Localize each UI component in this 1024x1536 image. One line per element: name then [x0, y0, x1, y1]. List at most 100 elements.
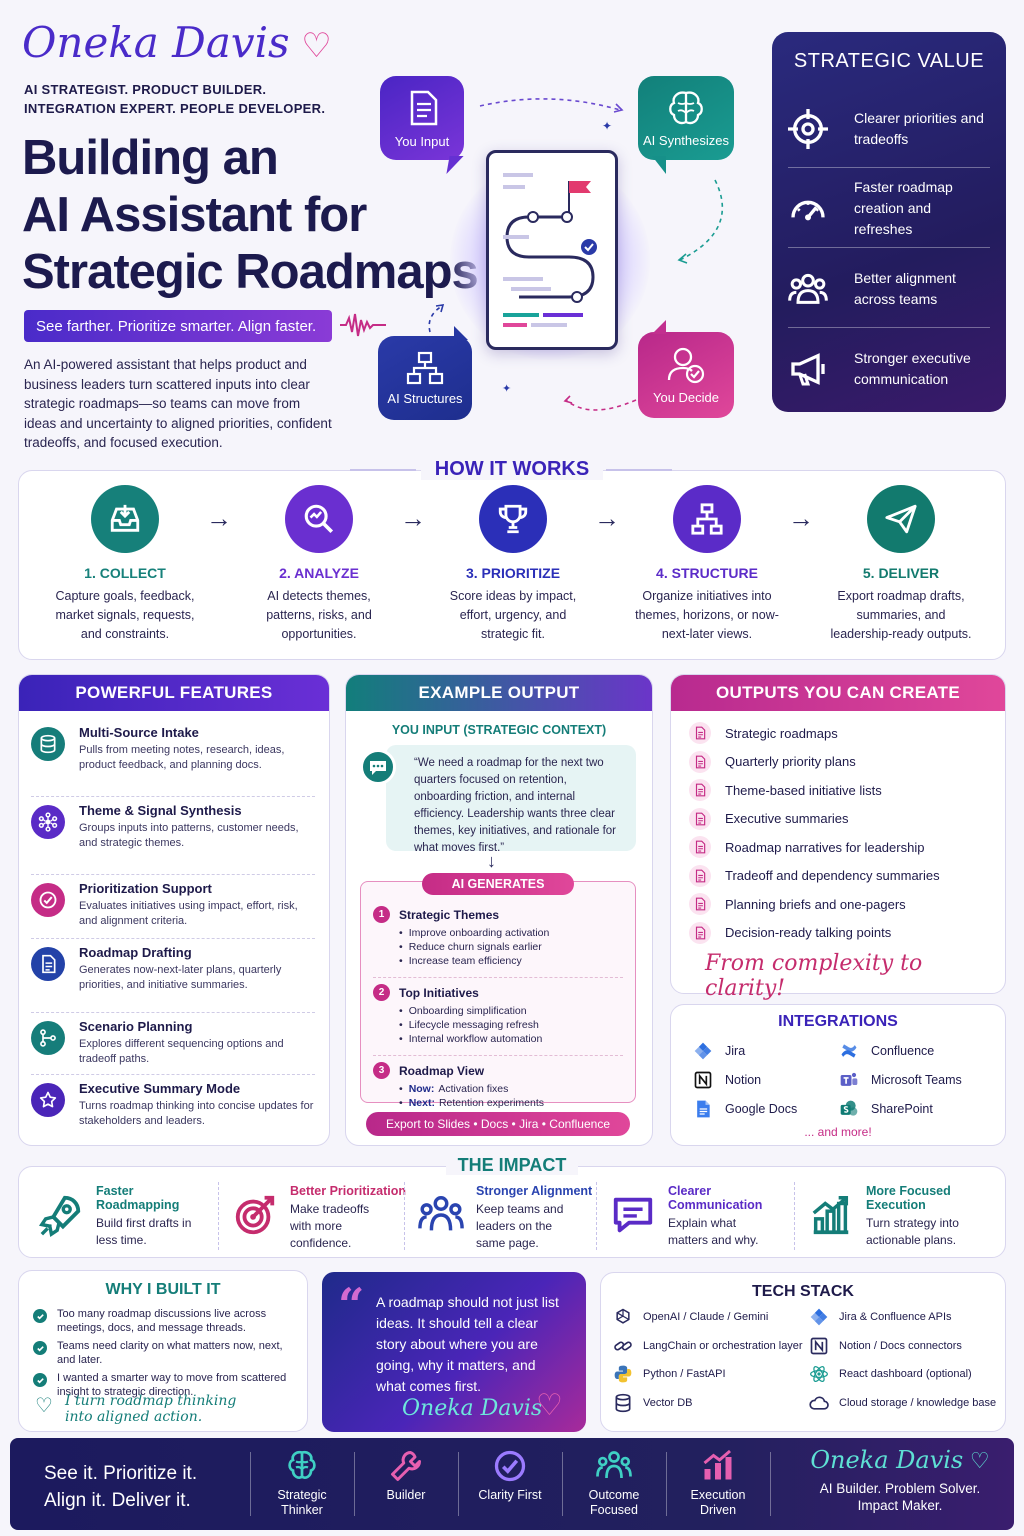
impact-title: Clearer Communication	[668, 1184, 763, 1212]
jira-icon	[693, 1041, 713, 1061]
bubble-tail	[652, 320, 666, 334]
people-icon	[562, 1448, 666, 1484]
tech-label: Notion / Docs connectors	[839, 1339, 962, 1352]
integration-label: Jira	[725, 1044, 746, 1058]
cycle-arrows: ✦ ✦	[428, 98, 724, 411]
tech-label: React dashboard (optional)	[839, 1368, 972, 1380]
document-icon	[689, 836, 711, 859]
title-rule	[350, 469, 416, 471]
hierarchy-icon	[406, 351, 444, 384]
feature-description: Generates now-next-later plans, quarterl…	[79, 964, 282, 991]
ai-synthesizes-label: AI Synthesizes	[643, 132, 729, 148]
bullet-dot: •	[399, 1005, 403, 1017]
divider	[562, 1452, 563, 1516]
ai-structures-bubble: AI Structures	[378, 336, 472, 420]
why-title: WHY I BUILT IT	[105, 1281, 221, 1298]
output-label: Decision-ready talking points	[725, 925, 892, 941]
output-item: Planning briefs and one-pagers	[689, 890, 995, 919]
bullet-text: Onboarding simplification	[408, 1005, 527, 1017]
document-icon	[689, 921, 711, 944]
step-label: 5. DELIVER	[862, 565, 940, 581]
tech-item: Cloud storage / knowledge base	[809, 1391, 996, 1415]
document-icon	[689, 893, 711, 916]
integration-label: Microsoft Teams	[871, 1073, 962, 1087]
tagline-line-2: INTEGRATION EXPERT. PEOPLE DEVELOPER.	[24, 101, 326, 116]
quote-mark-icon: “	[338, 1278, 365, 1332]
output-label: Quarterly priority plans	[725, 754, 856, 770]
why-item: Teams need clarity on what matters now, …	[33, 1340, 297, 1367]
bullet-text: Lifecycle messaging refresh	[408, 1019, 539, 1031]
export-label: Export to Slides • Docs • Jira • Conflue…	[385, 1117, 611, 1131]
bullet-dot: •	[399, 941, 403, 953]
why-panel: WHY I BUILT IT Too many roadmap discussi…	[18, 1270, 308, 1432]
bullet-text: Internal workflow automation	[408, 1033, 543, 1045]
generated-section-title: Top Initiatives	[399, 985, 479, 1000]
output-label: Executive summaries	[725, 811, 849, 827]
check-circle-icon	[33, 1309, 47, 1323]
title-line-2: AI Assistant for	[22, 188, 367, 242]
integration-label: Notion	[725, 1073, 762, 1087]
number-badge: 2	[373, 984, 390, 1001]
inbox-icon	[91, 485, 159, 553]
brain-icon	[669, 90, 703, 124]
document-icon	[689, 779, 711, 802]
impact-panel	[18, 1166, 1006, 1258]
footer-trait-label: Execution Driven	[690, 1488, 746, 1517]
you-decide-label: You Decide	[652, 389, 719, 405]
strategic-value-item: Faster roadmap creation and refreshes	[788, 170, 990, 248]
input-quote-box: “We need a roadmap for the next two quar…	[386, 745, 636, 854]
check-circle-icon	[458, 1448, 562, 1484]
strategic-value-item: Better alignment across teams	[788, 250, 990, 328]
integration-item: Confluence	[839, 1039, 934, 1063]
branch-icon	[31, 1021, 65, 1055]
step-description: Capture goals, feedback, market signals,…	[55, 589, 195, 641]
output-label: Theme-based initiative lists	[725, 782, 882, 798]
bullet-item: •Improve onboarding activation	[399, 926, 623, 940]
feature-title: Theme & Signal Synthesis	[79, 803, 242, 818]
feature-description: Groups inputs into patterns, customer ne…	[79, 822, 299, 849]
impact-description: Make tradeoffs with more confidence.	[290, 1202, 370, 1250]
tech-label: Vector DB	[643, 1396, 693, 1409]
divider	[404, 1182, 405, 1250]
magnifier-icon	[285, 485, 353, 553]
chat-bubble-icon	[360, 749, 396, 785]
feature-title: Multi-Source Intake	[79, 725, 199, 740]
svg-text:✦: ✦	[602, 119, 612, 133]
export-button[interactable]: Export to Slides • Docs • Jira • Conflue…	[366, 1112, 630, 1136]
output-item: Roadmap narratives for leadership	[689, 833, 995, 862]
footer-signature-block: Oneka Davis ♡ AI Builder. Problem Solver…	[800, 1446, 1000, 1513]
bullet-dot: •	[399, 1033, 403, 1045]
target-icon	[788, 108, 844, 149]
react-icon	[809, 1364, 829, 1384]
why-text: Too many roadmap discussions live across…	[57, 1308, 267, 1334]
tech-item: LangChain or orchestration layer	[613, 1334, 803, 1358]
down-arrow-icon: ↓	[487, 851, 496, 871]
footer-trait: Builder	[354, 1448, 458, 1503]
bullet-text: Reduce churn signals earlier	[408, 941, 542, 953]
feature-description: Explores different sequencing options an…	[79, 1038, 284, 1065]
database-icon	[613, 1393, 633, 1413]
footer-slogan-line-1: See it. Prioritize it.	[44, 1463, 198, 1484]
footer-roles-line-1: AI Builder. Problem Solver.	[819, 1481, 981, 1496]
tech-item: React dashboard (optional)	[809, 1362, 972, 1386]
tagline-line-1: AI STRATEGIST. PRODUCT BUILDER.	[24, 82, 267, 97]
roadmap-phone-mockup	[486, 150, 618, 350]
step-description: Score ideas by impact, effort, urgency, …	[449, 589, 577, 641]
impact-title: THE IMPACT	[0, 1155, 1024, 1176]
tech-label: Python / FastAPI	[643, 1368, 726, 1380]
output-label: Roadmap narratives for leadership	[725, 839, 925, 855]
how-it-works-title: HOW IT WORKS	[0, 458, 1024, 481]
right-arrow-icon: →	[594, 503, 620, 533]
